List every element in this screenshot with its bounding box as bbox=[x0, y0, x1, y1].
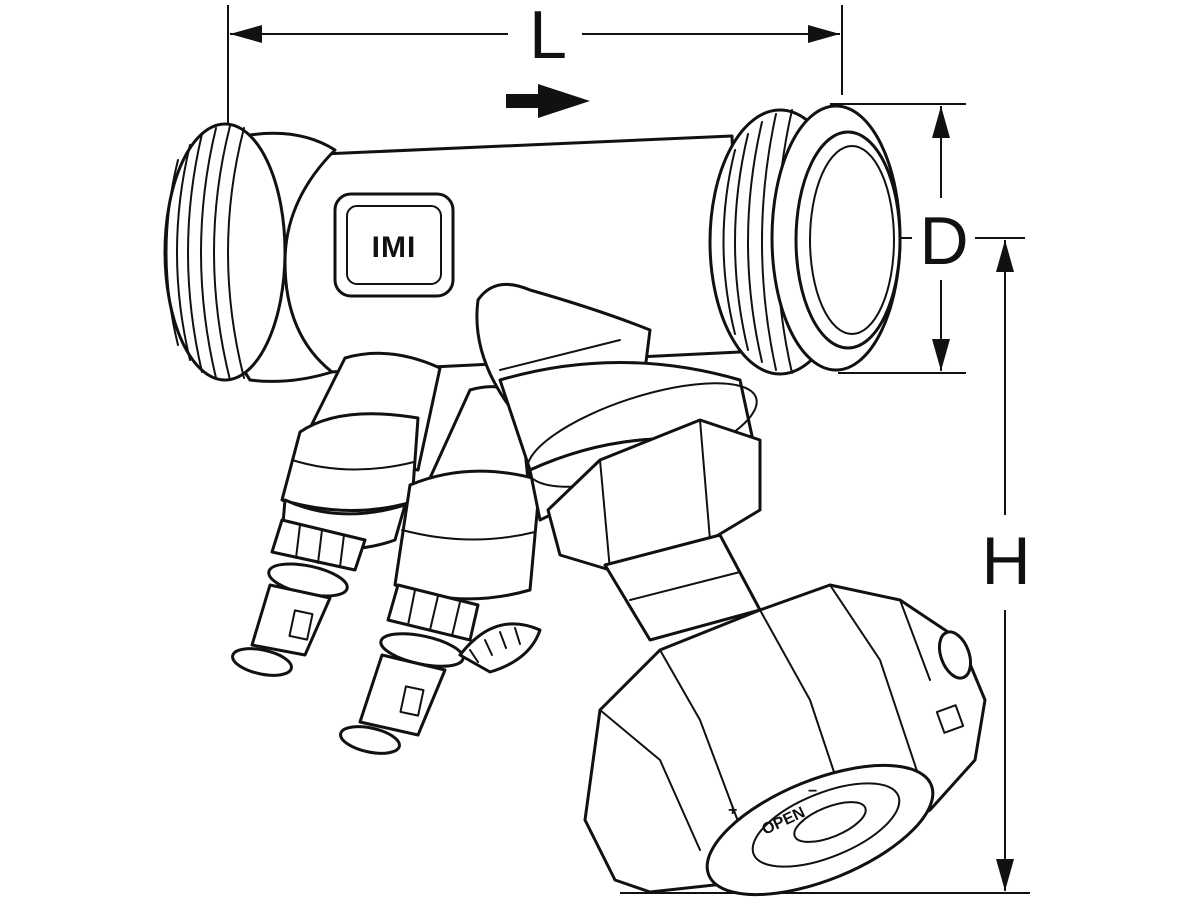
right-threaded-end bbox=[708, 104, 902, 376]
dimension-diameter: D bbox=[830, 103, 969, 374]
handwheel: OPEN + − bbox=[583, 583, 987, 897]
dimension-height: H bbox=[620, 237, 1031, 894]
valve-body bbox=[208, 131, 742, 383]
dimension-label-height: H bbox=[981, 523, 1030, 599]
dimension-length: L bbox=[227, 0, 843, 125]
knob-plus-sign: + bbox=[728, 802, 737, 819]
dimension-label-diameter: D bbox=[919, 203, 968, 279]
measuring-point-right bbox=[339, 385, 542, 755]
logo-plate: IMI bbox=[333, 192, 455, 298]
logo-text: IMI bbox=[372, 231, 417, 264]
flow-direction-arrow bbox=[506, 84, 590, 118]
valve-bonnet bbox=[475, 282, 762, 642]
dimension-label-length: L bbox=[529, 0, 567, 73]
left-threaded-end bbox=[163, 122, 287, 382]
measuring-point-left bbox=[231, 351, 442, 677]
knob-minus-sign: − bbox=[808, 783, 817, 800]
